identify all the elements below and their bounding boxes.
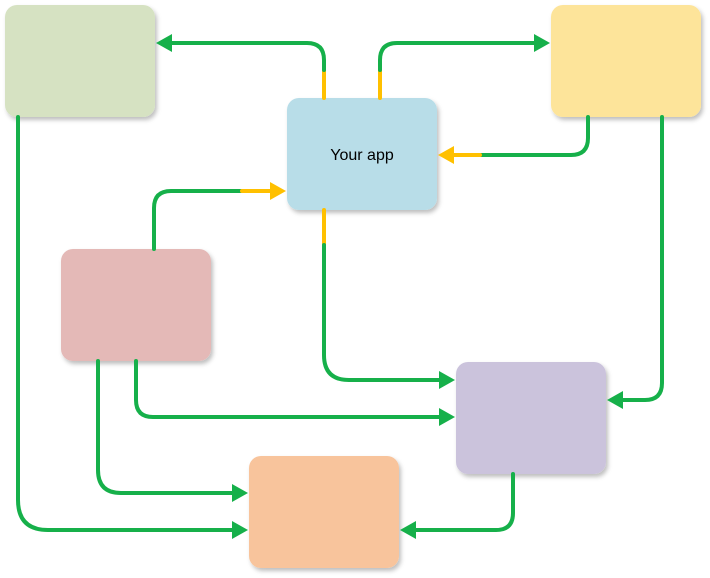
arrowhead-top-right — [534, 34, 550, 52]
arrowhead-bottom-from-right — [400, 521, 416, 539]
arrowhead-right-from-mid-left — [439, 408, 455, 426]
connector-mid-left-to-app — [152, 189, 244, 251]
node-bottom — [249, 456, 399, 568]
node-mid-left — [61, 249, 211, 361]
node-app-label: Your app — [330, 147, 394, 164]
node-app — [287, 98, 437, 210]
connector-top-left-to-bottom — [16, 115, 236, 532]
arrowhead-app-left-side — [270, 182, 286, 200]
connector-app-to-right — [322, 243, 443, 382]
connector-mid-left-to-right — [134, 359, 443, 419]
connector-mid-left-to-bottom — [96, 359, 236, 495]
node-top-left — [5, 5, 155, 117]
connector-top-right-to-app — [478, 115, 590, 157]
arrowhead-top-left — [156, 34, 172, 52]
node-right — [456, 362, 606, 474]
arrowhead-bottom-from-top-left — [232, 521, 248, 539]
arrowhead-bottom-from-mid-left — [232, 484, 248, 502]
connector-right-to-bottom — [412, 472, 515, 532]
connector-app-to-top-left — [168, 41, 326, 72]
connector-app-to-top-right — [378, 41, 538, 72]
arrowhead-right-from-top-right — [607, 391, 623, 409]
arrowhead-right-from-app — [439, 371, 455, 389]
node-top-right — [551, 5, 701, 117]
connector-top-right-to-right — [619, 115, 664, 402]
arrowhead-app-right-side — [438, 146, 454, 164]
